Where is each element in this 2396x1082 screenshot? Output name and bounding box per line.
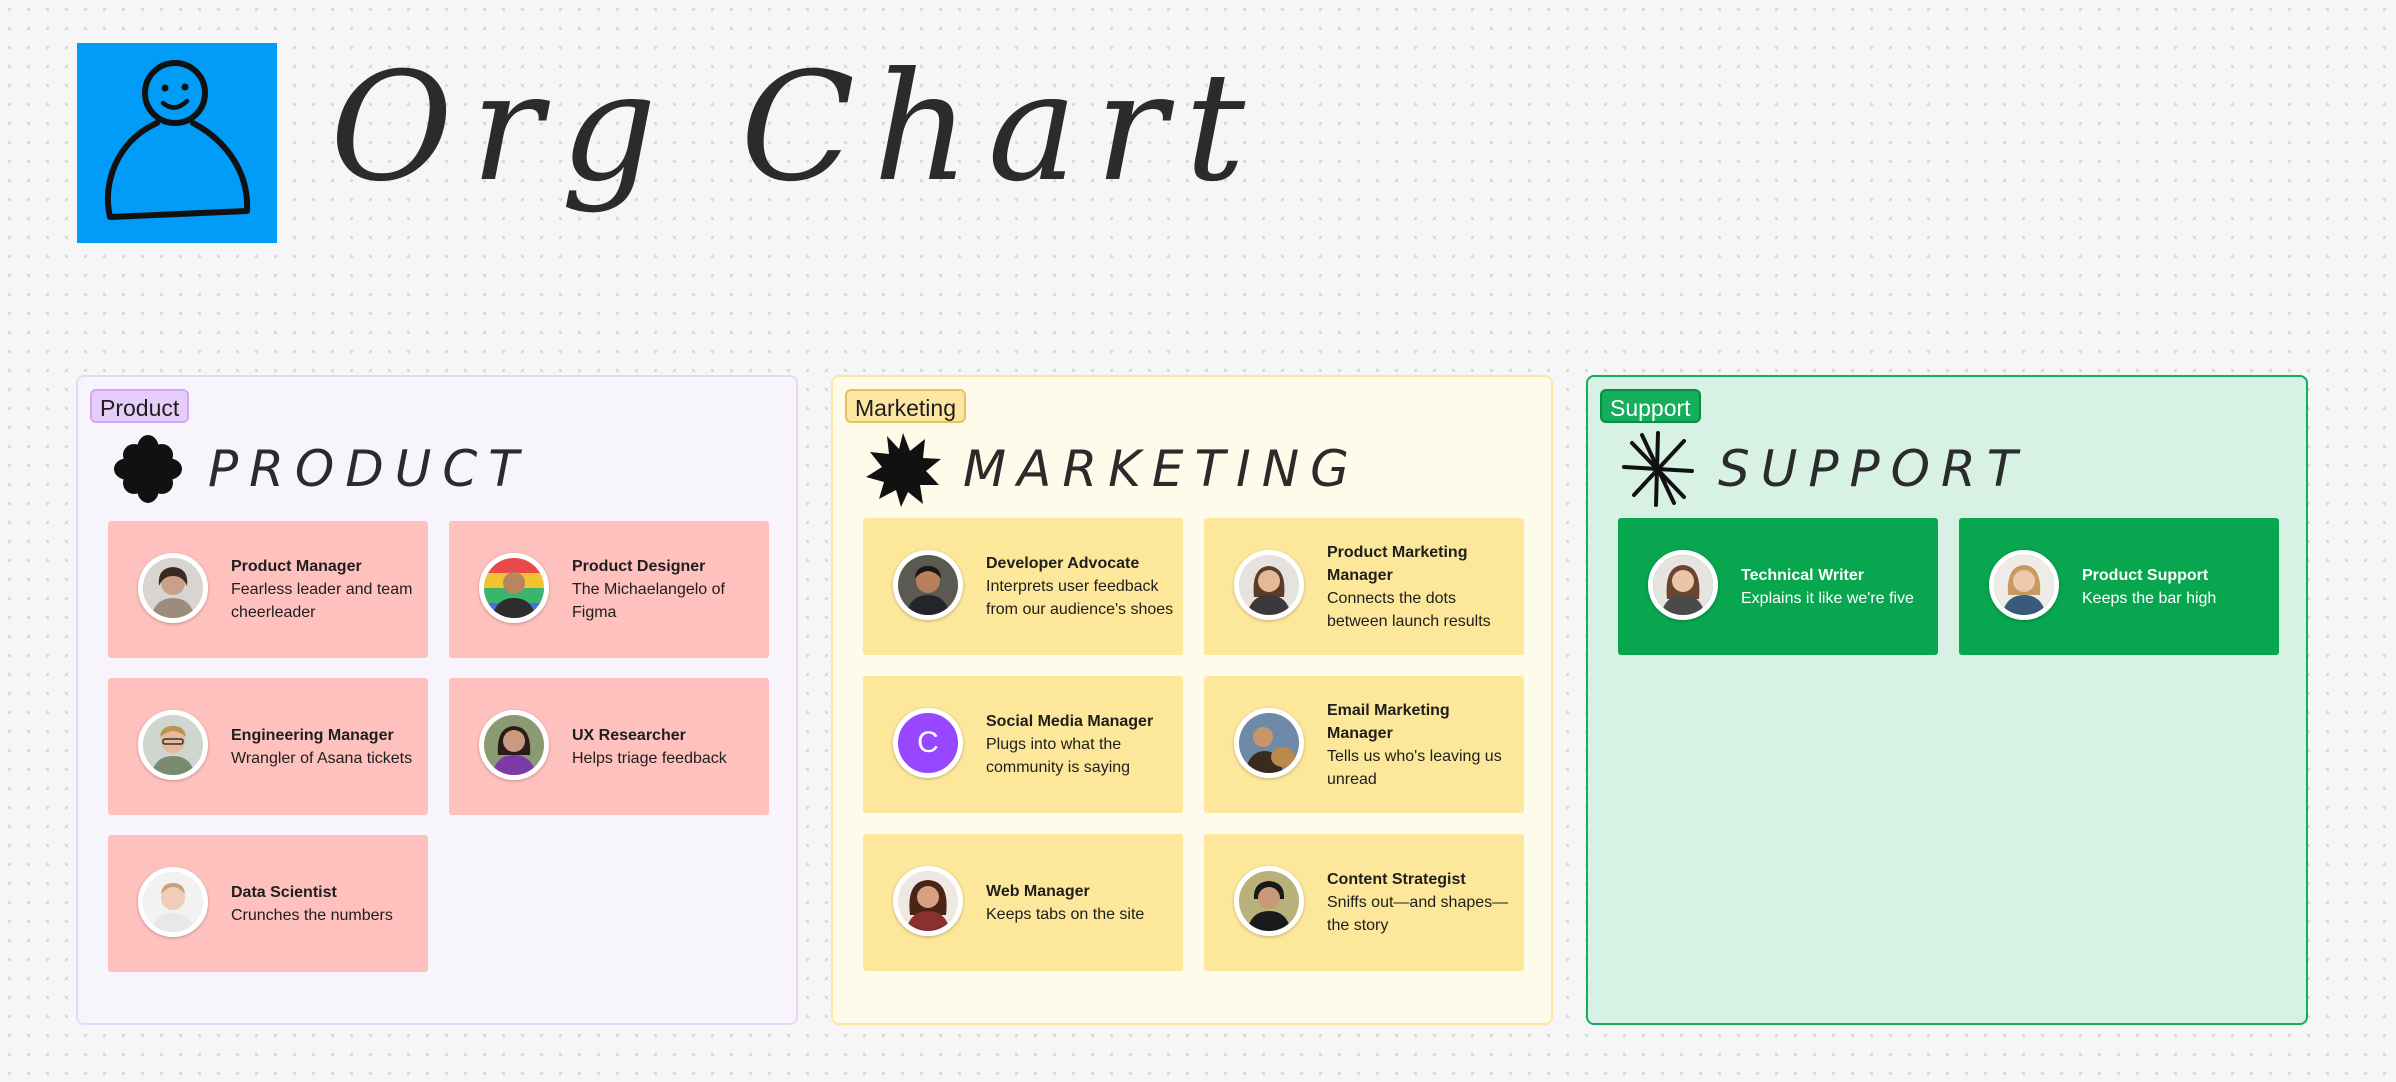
person-icon bbox=[77, 43, 277, 243]
section-heading: PRODUCT bbox=[208, 440, 530, 498]
role-description: Keeps tabs on the site bbox=[986, 905, 1145, 923]
role-title: Engineering Manager bbox=[231, 726, 394, 744]
avatar bbox=[893, 866, 963, 936]
sparkle-icon bbox=[1618, 429, 1698, 509]
role-description: Plugs into what the community is saying bbox=[986, 736, 1131, 776]
role-title: Technical Writer bbox=[1741, 566, 1864, 584]
section-tag[interactable]: Support bbox=[1600, 389, 1701, 423]
avatar bbox=[1989, 550, 2059, 620]
avatar-initial: C bbox=[917, 726, 939, 759]
role-description: Fearless leader and team cheerleader bbox=[231, 581, 413, 621]
role-description: Tells us who's leaving us unread bbox=[1327, 747, 1502, 788]
avatar bbox=[138, 867, 208, 937]
section-tag[interactable]: Marketing bbox=[845, 389, 966, 423]
avatar bbox=[1234, 708, 1304, 778]
starburst-icon bbox=[863, 429, 943, 509]
role-title: Product Designer bbox=[572, 558, 706, 575]
role-title: Social Media Manager bbox=[986, 713, 1154, 730]
role-description: Helps triage feedback bbox=[572, 749, 727, 767]
role-description: Crunches the numbers bbox=[231, 906, 393, 924]
role-title: Data Scientist bbox=[231, 883, 337, 901]
role-description: Connects the dots between launch results bbox=[1327, 589, 1491, 630]
avatar bbox=[479, 553, 549, 623]
role-description: Keeps the bar high bbox=[2082, 589, 2217, 607]
role-description: Explains it like we're five bbox=[1741, 589, 1914, 607]
avatar: C bbox=[893, 708, 963, 778]
role-title: Product Marketing Manager bbox=[1327, 543, 1468, 584]
section-tag[interactable]: Product bbox=[90, 389, 190, 423]
avatar bbox=[138, 553, 208, 623]
avatar bbox=[138, 710, 208, 780]
page-title: Org Chart bbox=[330, 41, 1264, 215]
section-heading: MARKETING bbox=[963, 440, 1360, 498]
avatar bbox=[1234, 550, 1304, 620]
role-title: UX Researcher bbox=[572, 726, 686, 744]
role-title: Email Marketing Manager bbox=[1327, 701, 1450, 742]
role-description: Sniffs out—and shapes—the story bbox=[1327, 894, 1509, 934]
role-title: Content Strategist bbox=[1327, 871, 1466, 888]
role-description: Interprets user feedback from our audien… bbox=[986, 578, 1174, 618]
role-title: Product Manager bbox=[231, 558, 362, 575]
section-heading: SUPPORT bbox=[1718, 440, 2029, 498]
role-description: Wrangler of Asana tickets bbox=[231, 749, 413, 767]
role-title: Developer Advocate bbox=[986, 555, 1140, 572]
role-title: Web Manager bbox=[986, 882, 1090, 900]
flower-icon bbox=[108, 429, 188, 509]
avatar bbox=[479, 710, 549, 780]
avatar bbox=[893, 550, 963, 620]
avatar bbox=[1234, 866, 1304, 936]
role-title: Product Support bbox=[2082, 566, 2209, 584]
role-description: The Michaelangelo of Figma bbox=[572, 581, 725, 621]
avatar bbox=[1648, 550, 1718, 620]
